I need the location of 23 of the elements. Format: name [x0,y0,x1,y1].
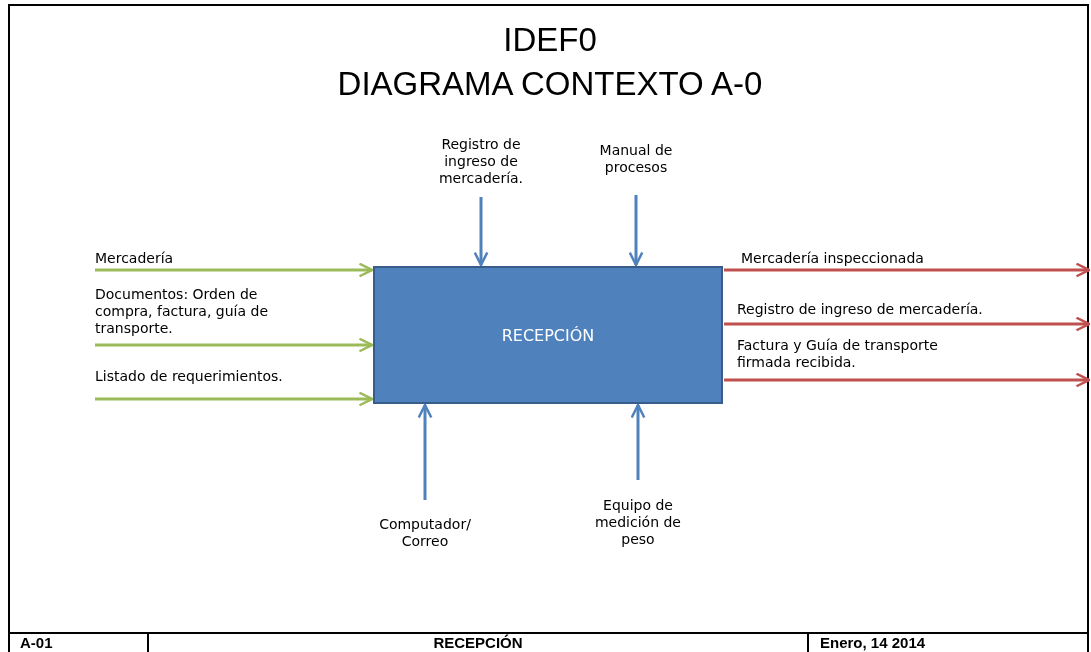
flow-label: Registro de ingreso de mercadería. [421,136,541,187]
title: IDEF0 DIAGRAMA CONTEXTO A-0 [336,20,764,104]
process-box [373,266,723,404]
footer-text: Enero, 14 2014 [820,634,927,652]
flow-label: Computador/ Correo [365,516,485,550]
node-label: RECEPCIÓN [501,325,595,345]
arrow [473,197,489,267]
flow-label: Mercadería [95,250,325,267]
arrow [417,403,433,500]
arrow [724,262,1091,278]
flow-label: Manual de procesos [576,142,696,176]
arrow [95,391,374,407]
arrow [95,337,374,353]
arrow [95,262,374,278]
flow-label: Documentos: Orden de compra, factura, guía de transporte. [95,286,315,337]
flow-label: Equipo de medición de peso [578,497,698,548]
arrow [724,372,1091,388]
footer-text: A-01 [20,634,54,652]
arrow [628,195,644,267]
arrow [724,316,1091,332]
arrow [630,403,646,480]
footer-text: RECEPCIÓN [432,634,524,652]
flow-label: Listado de requerimientos. [95,368,355,385]
